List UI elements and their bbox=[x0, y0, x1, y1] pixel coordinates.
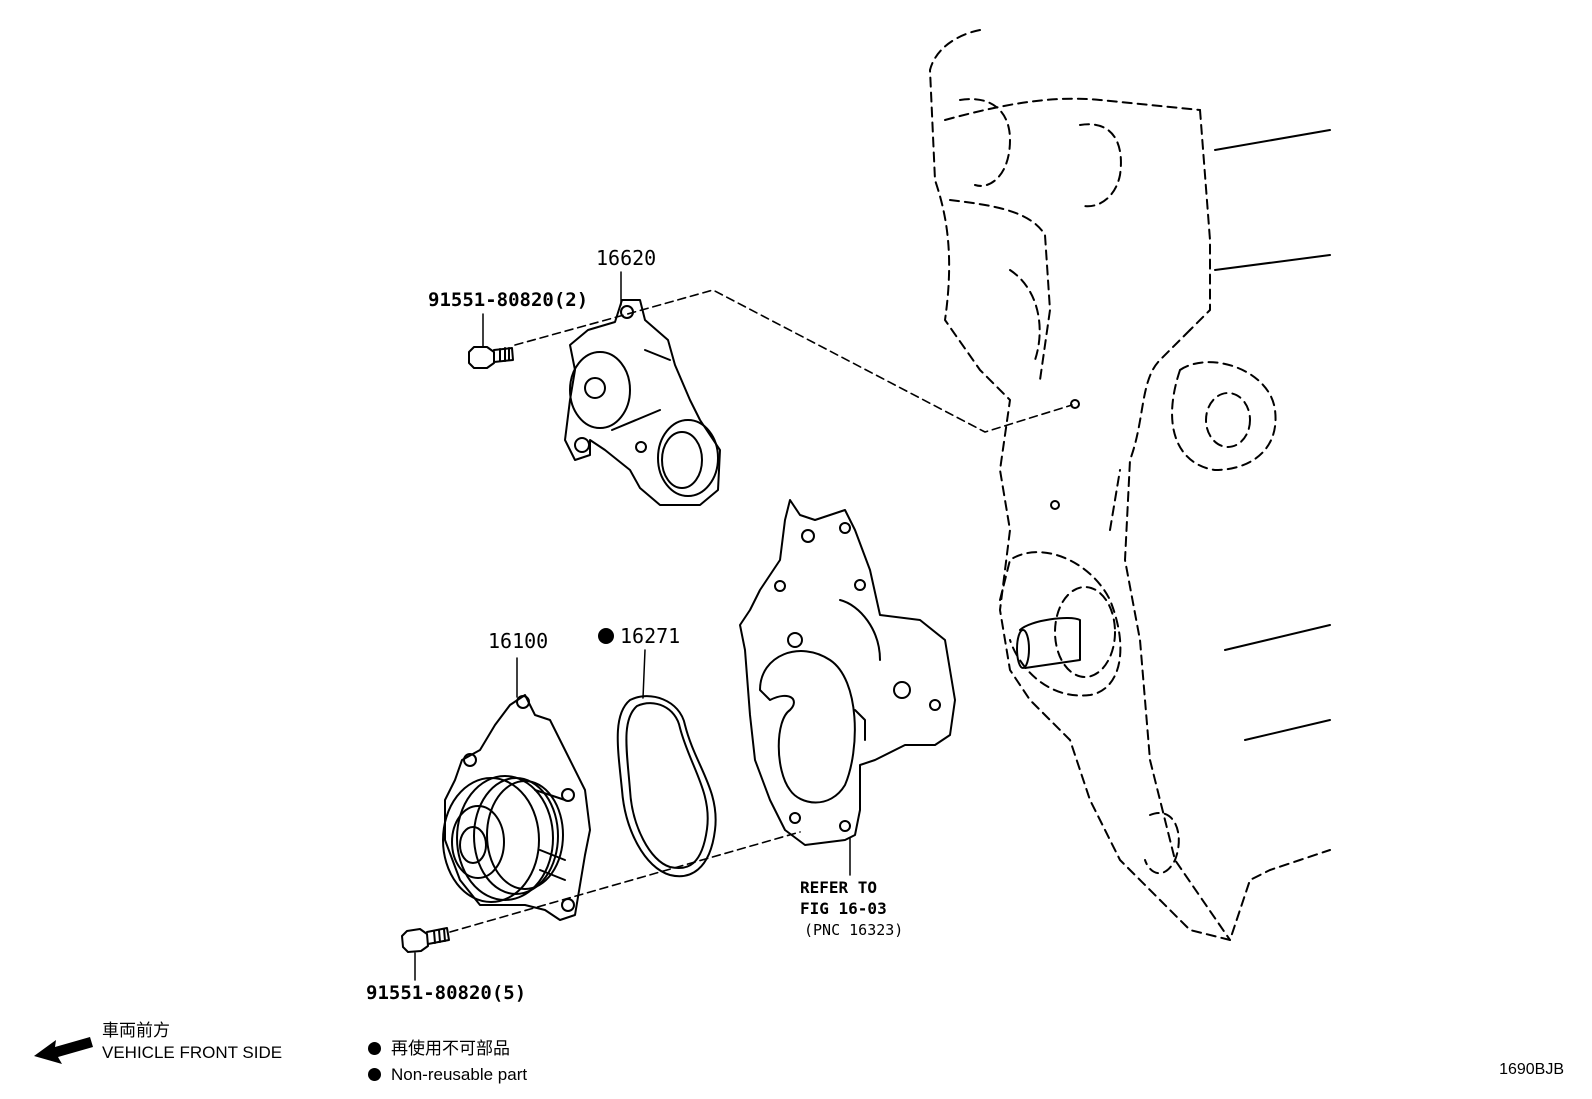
water-pump-drawing bbox=[442, 694, 591, 921]
figure-code: 1690BJB bbox=[1499, 1061, 1564, 1078]
bolt-label-top[interactable]: 91551-80820(2) bbox=[428, 289, 588, 311]
belt-tensioner-drawing bbox=[564, 299, 721, 506]
water-pump-housing-drawing bbox=[739, 499, 956, 846]
front-side-japanese: 車両前方 bbox=[102, 1021, 170, 1040]
non-reusable-dot-icon bbox=[368, 1068, 381, 1081]
bolt-bottom-drawing bbox=[401, 927, 450, 953]
refer-note-line3: (PNC 16323) bbox=[804, 921, 903, 939]
vehicle-front-arrow-icon bbox=[34, 1037, 93, 1064]
pnc-label-16620[interactable]: 16620 bbox=[596, 246, 656, 270]
pnc-label-16100[interactable]: 16100 bbox=[488, 629, 548, 653]
engine-block-outline bbox=[929, 29, 1331, 941]
bolt-label-bottom[interactable]: 91551-80820(5) bbox=[366, 982, 526, 1004]
front-side-english: VEHICLE FRONT SIDE bbox=[102, 1043, 283, 1062]
refer-note-line1: REFER TO bbox=[800, 878, 877, 897]
non-reusable-legend: 再使用不可部品 Non-reusable part bbox=[368, 1036, 527, 1088]
vehicle-front-side-legend: 車両前方 VEHICLE FRONT SIDE bbox=[102, 1020, 282, 1064]
leader-lines bbox=[414, 271, 851, 981]
legend-english: Non-reusable part bbox=[391, 1065, 528, 1084]
non-reusable-dot-icon bbox=[368, 1042, 381, 1055]
bolt-top-drawing bbox=[468, 346, 514, 369]
legend-japanese: 再使用不可部品 bbox=[391, 1039, 510, 1058]
engine-bolt-hole bbox=[1050, 500, 1060, 510]
engine-bolt-hole bbox=[1070, 399, 1080, 409]
legend-japanese-row: 再使用不可部品 bbox=[368, 1036, 527, 1062]
assembly-lines bbox=[449, 289, 1073, 933]
gasket-drawing bbox=[616, 695, 717, 878]
pnc-label-16271[interactable]: 16271 bbox=[620, 624, 680, 648]
engine-block-lines bbox=[1016, 129, 1331, 741]
non-reusable-marker-icon bbox=[598, 628, 614, 644]
legend-english-row: Non-reusable part bbox=[368, 1062, 527, 1088]
refer-note-line2[interactable]: FIG 16-03 bbox=[800, 899, 887, 918]
